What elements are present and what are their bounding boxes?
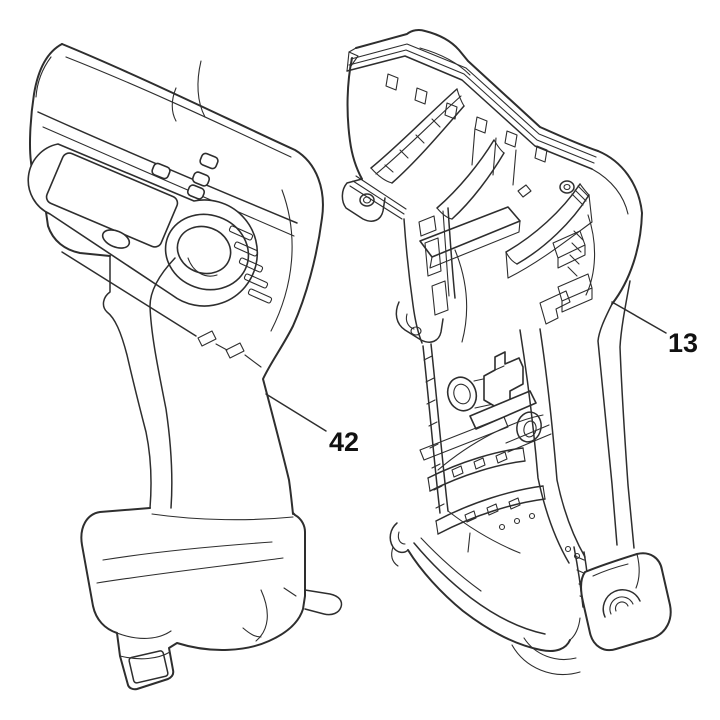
leader-line-13 xyxy=(611,301,667,334)
right-wall-blocks xyxy=(539,230,593,325)
lug-screw-hole xyxy=(359,193,375,207)
button-2 xyxy=(199,152,219,170)
switch-plate xyxy=(469,390,537,430)
part-number-label-42: 42 xyxy=(329,427,359,457)
shell-left-edge xyxy=(346,57,363,180)
cylinder-boss xyxy=(446,376,478,412)
bottom-flange xyxy=(389,510,581,676)
top-face-inner-edge xyxy=(65,56,292,158)
foot-inner-window xyxy=(128,650,169,684)
handle-beam-inner-edge xyxy=(597,303,618,546)
base-foot-top-edge xyxy=(116,630,172,639)
vent-slats xyxy=(228,225,273,304)
handle-beam-outer-edge xyxy=(619,280,635,549)
curved-rib-straps xyxy=(427,447,546,535)
display-window xyxy=(45,152,179,248)
handle-front-crease xyxy=(149,257,176,509)
body-right-crease xyxy=(270,189,293,332)
shell-corner-outline xyxy=(597,150,643,305)
housing-top-left-outline xyxy=(29,43,111,257)
housing-left-hook-outline xyxy=(102,255,152,509)
bottom-screw-boss xyxy=(579,552,672,652)
motor-cradle-arcs xyxy=(370,88,593,279)
leader-line-42 xyxy=(265,393,327,432)
latch-slot-2 xyxy=(225,342,245,359)
base-seam-lower xyxy=(96,557,284,584)
handle-base-seam xyxy=(151,513,294,521)
callouts: 42 13 xyxy=(265,301,698,457)
inner-shelf xyxy=(419,206,521,258)
button-3 xyxy=(191,171,211,187)
rim-outer-edge xyxy=(355,29,599,152)
part-13-interior-housing-drawing xyxy=(341,29,672,676)
rim-rib-notches xyxy=(385,73,548,163)
base-seam-upper xyxy=(102,541,273,561)
interior-curve xyxy=(454,249,468,343)
dial-inner-ring xyxy=(176,225,232,275)
inner-wall-edge xyxy=(519,329,570,564)
part-number-label-13: 13 xyxy=(668,328,698,358)
top-right-screw-hole xyxy=(559,180,575,194)
section-hatch-left xyxy=(422,343,449,514)
oval-button xyxy=(101,229,131,249)
corner-crease xyxy=(585,214,596,296)
left-pillar-ribs xyxy=(395,207,456,344)
base-outline xyxy=(80,507,306,691)
top-face-crease xyxy=(197,60,206,118)
top-tab-crease xyxy=(419,47,471,76)
latch-slot-1 xyxy=(197,330,217,347)
left-mounting-lug xyxy=(341,178,386,222)
plate-hole xyxy=(516,411,542,443)
button-4 xyxy=(186,184,206,200)
housing-top-right-outline xyxy=(61,43,324,515)
dial-inner-arc xyxy=(187,257,218,277)
face-bottom-edge xyxy=(61,251,197,337)
top-corner-inner-arc xyxy=(35,56,52,98)
button-1 xyxy=(151,162,171,180)
base-fold-line xyxy=(255,589,268,642)
part-42-exterior-housing-drawing xyxy=(27,43,343,691)
base-stub xyxy=(304,589,343,616)
small-square-boss xyxy=(517,184,532,198)
